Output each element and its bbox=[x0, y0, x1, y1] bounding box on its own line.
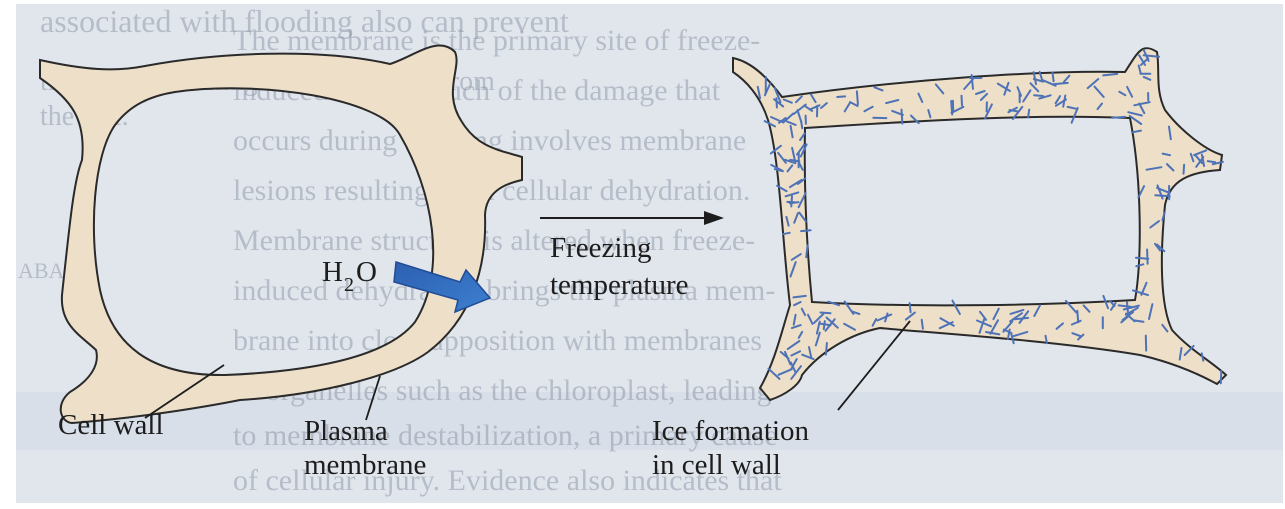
ice-crystal bbox=[1053, 73, 1054, 82]
ice-crystal bbox=[1184, 165, 1185, 174]
plasma-membrane-label-line1: Plasma bbox=[304, 415, 388, 447]
freezing-label-line1: Freezing bbox=[550, 232, 651, 264]
ice-crystal bbox=[1155, 195, 1169, 196]
ice-crystal bbox=[806, 245, 807, 257]
ice-crystal bbox=[826, 343, 827, 355]
ice-crystal bbox=[1134, 320, 1144, 321]
bg-line-6: Membrane structure is altered when freez… bbox=[233, 224, 755, 257]
ice-crystal bbox=[821, 313, 831, 314]
ice-crystal bbox=[801, 230, 811, 231]
ice-crystal bbox=[1028, 110, 1029, 118]
ice-crystal bbox=[962, 96, 963, 106]
bg-line-2: The membrane is the primary site of free… bbox=[233, 24, 760, 57]
ice-formation-label-line2: in cell wall bbox=[652, 449, 781, 481]
bg-line-8: brane into close apposition with membran… bbox=[233, 324, 762, 357]
ice-crystal bbox=[1147, 250, 1148, 264]
h2o-label-o: O bbox=[356, 256, 377, 288]
bg-line-7: induced dehydration brings the plasma me… bbox=[233, 274, 775, 307]
ice-crystal bbox=[1034, 95, 1043, 96]
ice-formation-label-line1: Ice formation bbox=[652, 415, 810, 447]
ice-crystal bbox=[972, 75, 973, 89]
ice-crystal bbox=[837, 96, 845, 97]
h2o-label-subscript: 2 bbox=[344, 274, 354, 296]
freezing-label-line2: temperature bbox=[550, 269, 688, 301]
ice-crystal bbox=[1053, 83, 1068, 84]
ice-crystal bbox=[1046, 336, 1047, 344]
h2o-label-h: H bbox=[322, 256, 343, 288]
ice-crystal bbox=[776, 98, 777, 107]
ice-crystal bbox=[922, 320, 923, 329]
ice-crystal bbox=[910, 303, 911, 312]
ice-crystal bbox=[902, 110, 903, 124]
cell-wall-label: Cell wall bbox=[58, 409, 164, 441]
ice-crystal bbox=[1221, 371, 1222, 383]
bg-margin-tag: ABA bbox=[18, 258, 65, 283]
ice-crystal bbox=[824, 321, 825, 329]
ice-crystal bbox=[1077, 311, 1078, 323]
plasma-membrane-label-line2: membrane bbox=[304, 449, 426, 481]
ice-crystal bbox=[1112, 117, 1125, 118]
ice-crystal bbox=[783, 233, 790, 234]
ice-crystal bbox=[791, 196, 792, 206]
ice-crystal bbox=[1127, 302, 1128, 313]
ice-crystal bbox=[1208, 161, 1216, 162]
ice-crystal bbox=[857, 91, 858, 104]
